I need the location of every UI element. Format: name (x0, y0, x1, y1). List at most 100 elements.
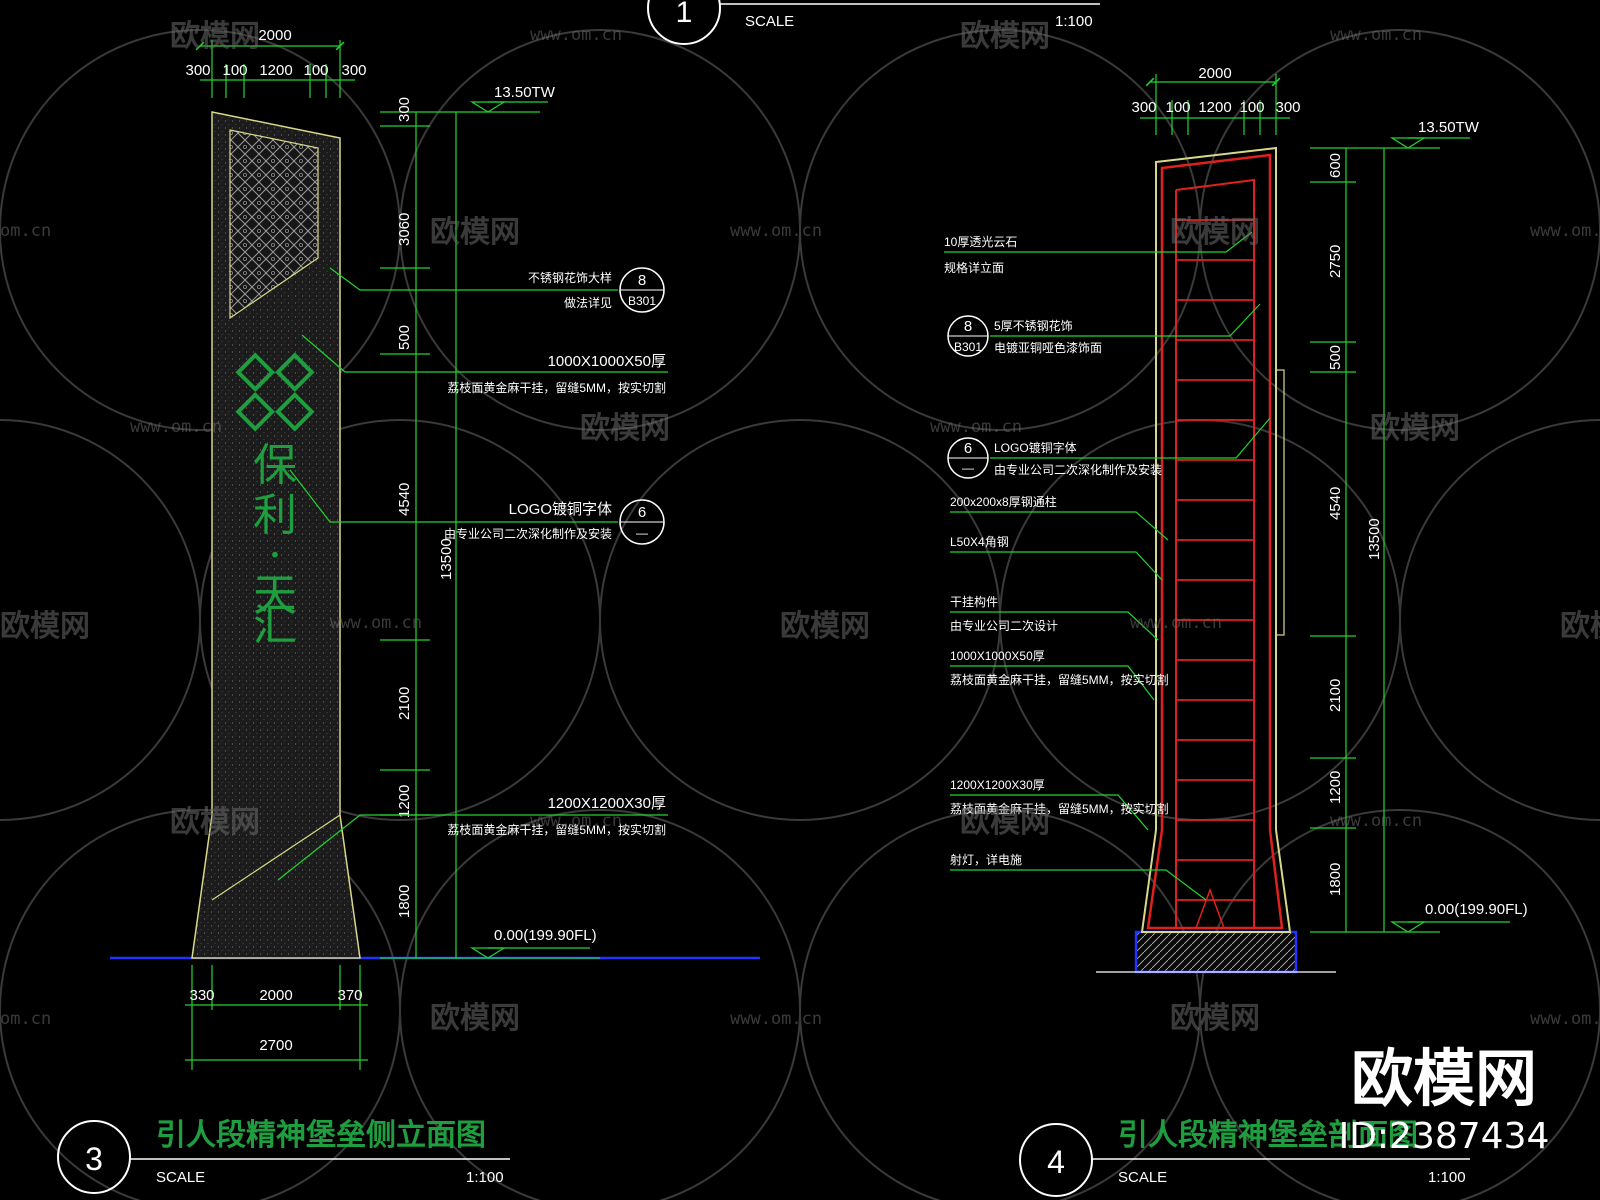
watermark-url: www.om.cn (1130, 613, 1222, 633)
watermark-url: www.om.cn (130, 417, 222, 437)
right-section-drawing: 2000 300 100 1200 100 300 13.50TW 0.00(1… (944, 65, 1528, 1197)
right-callouts: 10厚透光云石 规格详立面 8 B301 5厚不锈钢花饰 电镀亚铜哑色漆饰面 6… (944, 231, 1271, 901)
watermark-url: www.om.cn (330, 613, 422, 633)
left-ref-1-top: 8 (638, 272, 646, 289)
right-top-dim-5: 300 (1275, 99, 1300, 116)
lattice-decor-panel (229, 129, 319, 320)
right-callout-4-line1: 200x200x8厚钢通柱 (950, 494, 1057, 509)
left-bottom-dim-3: 370 (337, 987, 362, 1004)
model-id-label: ID:2387434 (1339, 1116, 1550, 1157)
watermark-url: www.om.cn (1530, 221, 1600, 241)
steel-frame-outline (1146, 153, 1284, 930)
left-bottom-dim-1: 330 (189, 987, 214, 1004)
brand-watermark: 欧模网 ID:2387434 (1339, 1042, 1550, 1157)
left-callout-4-line1: 1200X1200X30厚 (548, 795, 666, 812)
right-vdim-3: 500 (1327, 345, 1344, 370)
right-vdim-1: 600 (1327, 153, 1344, 178)
left-scale-value: 1:100 (466, 1169, 504, 1186)
watermark-brand: 欧模网 (430, 215, 520, 250)
watermark-brand: 欧模网 (580, 411, 670, 446)
left-bottom-dimensions: 330 2000 370 2700 (185, 965, 368, 1070)
brand-logo-text: 欧模网 (1351, 1042, 1537, 1115)
logo-char-2: 利 (253, 490, 297, 541)
left-title-block: 3 引人段精神堡垒侧立面图 SCALE 1:100 (57, 1118, 510, 1194)
left-bottom-dim-2: 2000 (259, 987, 292, 1004)
right-top-dim-3: 1200 (1198, 99, 1231, 116)
left-callout-4-line2: 荔枝面黄金麻干挂，留缝5MM，按实切割 (447, 822, 666, 837)
left-top-dim-2: 100 (222, 62, 247, 79)
watermark-brand: 欧模网 (780, 609, 870, 644)
left-ref-3-bottom: — (636, 526, 648, 540)
watermark-url: www.om.cn (1330, 25, 1422, 45)
left-ref-3-top: 6 (638, 504, 646, 521)
right-scale-label: SCALE (1118, 1169, 1167, 1186)
logo-char-1: 保 (253, 440, 297, 491)
left-callout-1-line2: 做法详见 (564, 295, 612, 310)
watermark-brand: 欧模网 (430, 1001, 520, 1036)
right-scale-value: 1:100 (1428, 1169, 1466, 1186)
logo-mark (235, 352, 315, 432)
right-callout-3-line2: 由专业公司二次深化制作及安装 (994, 462, 1162, 477)
left-bottom-total-dim: 2700 (259, 1037, 292, 1054)
right-top-dimensions: 2000 300 100 1200 100 300 (1131, 65, 1301, 135)
left-vdim-5: 2100 (396, 687, 413, 720)
left-vdim-1: 300 (396, 97, 413, 122)
watermark-brand: 欧模网 (960, 805, 1050, 840)
left-elevation-markers: 13.50TW 0.00(199.90FL) (380, 84, 600, 959)
left-top-dimensions: 2000 300 100 1200 100 300 (185, 27, 367, 98)
watermark-url: www.om.cn (730, 1009, 822, 1029)
spotlight-fixture (1194, 887, 1226, 929)
left-callout-2-line1: 1000X1000X50厚 (548, 353, 666, 370)
left-elev-top-label: 13.50TW (494, 84, 556, 101)
right-vdim-6: 1200 (1327, 771, 1344, 804)
right-callout-2-line1: 5厚不锈钢花饰 (994, 318, 1073, 333)
right-top-dim-1: 300 (1131, 99, 1156, 116)
left-top-dim-5: 300 (341, 62, 366, 79)
right-drawing-number: 4 (1047, 1144, 1065, 1180)
right-vertical-dimensions: 600 2750 500 4540 2100 1200 1800 13500 (1310, 148, 1385, 932)
left-top-dim-1: 300 (185, 62, 210, 79)
top-view-callout: 1 SCALE 1:100 (647, 0, 1100, 45)
left-elev-base-label: 0.00(199.90FL) (494, 927, 597, 944)
right-callout-9-line1: 射灯，详电施 (950, 852, 1022, 867)
right-callout-1-line1: 10厚透光云石 (944, 235, 1017, 249)
left-callout-1-line1: 不锈钢花饰大样 (528, 270, 612, 285)
left-callout-3-line2: 由专业公司二次深化制作及安装 (444, 526, 612, 541)
left-vdim-7: 1800 (396, 885, 413, 918)
right-elev-base-label: 0.00(199.90FL) (1425, 901, 1528, 918)
logo-panel-section (1275, 369, 1285, 636)
right-callout-7-line2: 荔枝面黄金麻干挂，留缝5MM，按实切割 (950, 672, 1169, 687)
watermark-brand: 欧模网 (1170, 215, 1260, 250)
left-callout-3-line1: LOGO镀铜字体 (509, 501, 612, 518)
watermark-layer: 欧模网 欧模网 欧模网 欧模网 欧模网 欧模网 欧模网 欧模网 欧模网 欧模网 … (0, 19, 1600, 1036)
left-top-total-dim: 2000 (258, 27, 291, 44)
logo-char-5: 汇 (253, 600, 297, 651)
watermark-url: www.om.cn (1530, 1009, 1600, 1029)
watermark-brand: 欧模网 (0, 609, 90, 644)
right-ref-2-top: 8 (964, 318, 972, 335)
right-callout-6-line2: 由专业公司二次设计 (950, 618, 1058, 633)
watermark-brand: 欧模网 (1560, 609, 1600, 644)
watermark-url-short: om.cn (0, 221, 51, 241)
right-top-total-dim: 2000 (1198, 65, 1231, 82)
right-vdim-7: 1800 (1327, 863, 1344, 896)
right-ref-3-bottom: — (962, 461, 974, 475)
left-vdim-2: 3060 (396, 213, 413, 246)
logo-char-4: 天 (253, 570, 297, 621)
watermark-brand: 欧模网 (1170, 1001, 1260, 1036)
right-callout-3-line1: LOGO镀铜字体 (994, 440, 1077, 455)
watermark-url: www.om.cn (530, 811, 622, 831)
right-ref-3-top: 6 (964, 440, 972, 457)
watermark-url: www.om.cn (530, 25, 622, 45)
left-top-dim-4: 100 (303, 62, 328, 79)
right-callout-5-line1: L50X4角钢 (950, 535, 1009, 549)
steel-rungs (1176, 219, 1254, 901)
right-ref-2-bottom: B301 (954, 340, 982, 354)
left-ref-1-bottom: B301 (628, 294, 656, 308)
right-drawing-title: 引人段精神堡垒剖面图 (1118, 1118, 1418, 1153)
watermark-brand: 欧模网 (960, 19, 1050, 54)
watermark-circles (0, 29, 1600, 1200)
right-top-dim-4: 100 (1239, 99, 1264, 116)
right-callout-1-line2: 规格详立面 (944, 260, 1004, 275)
